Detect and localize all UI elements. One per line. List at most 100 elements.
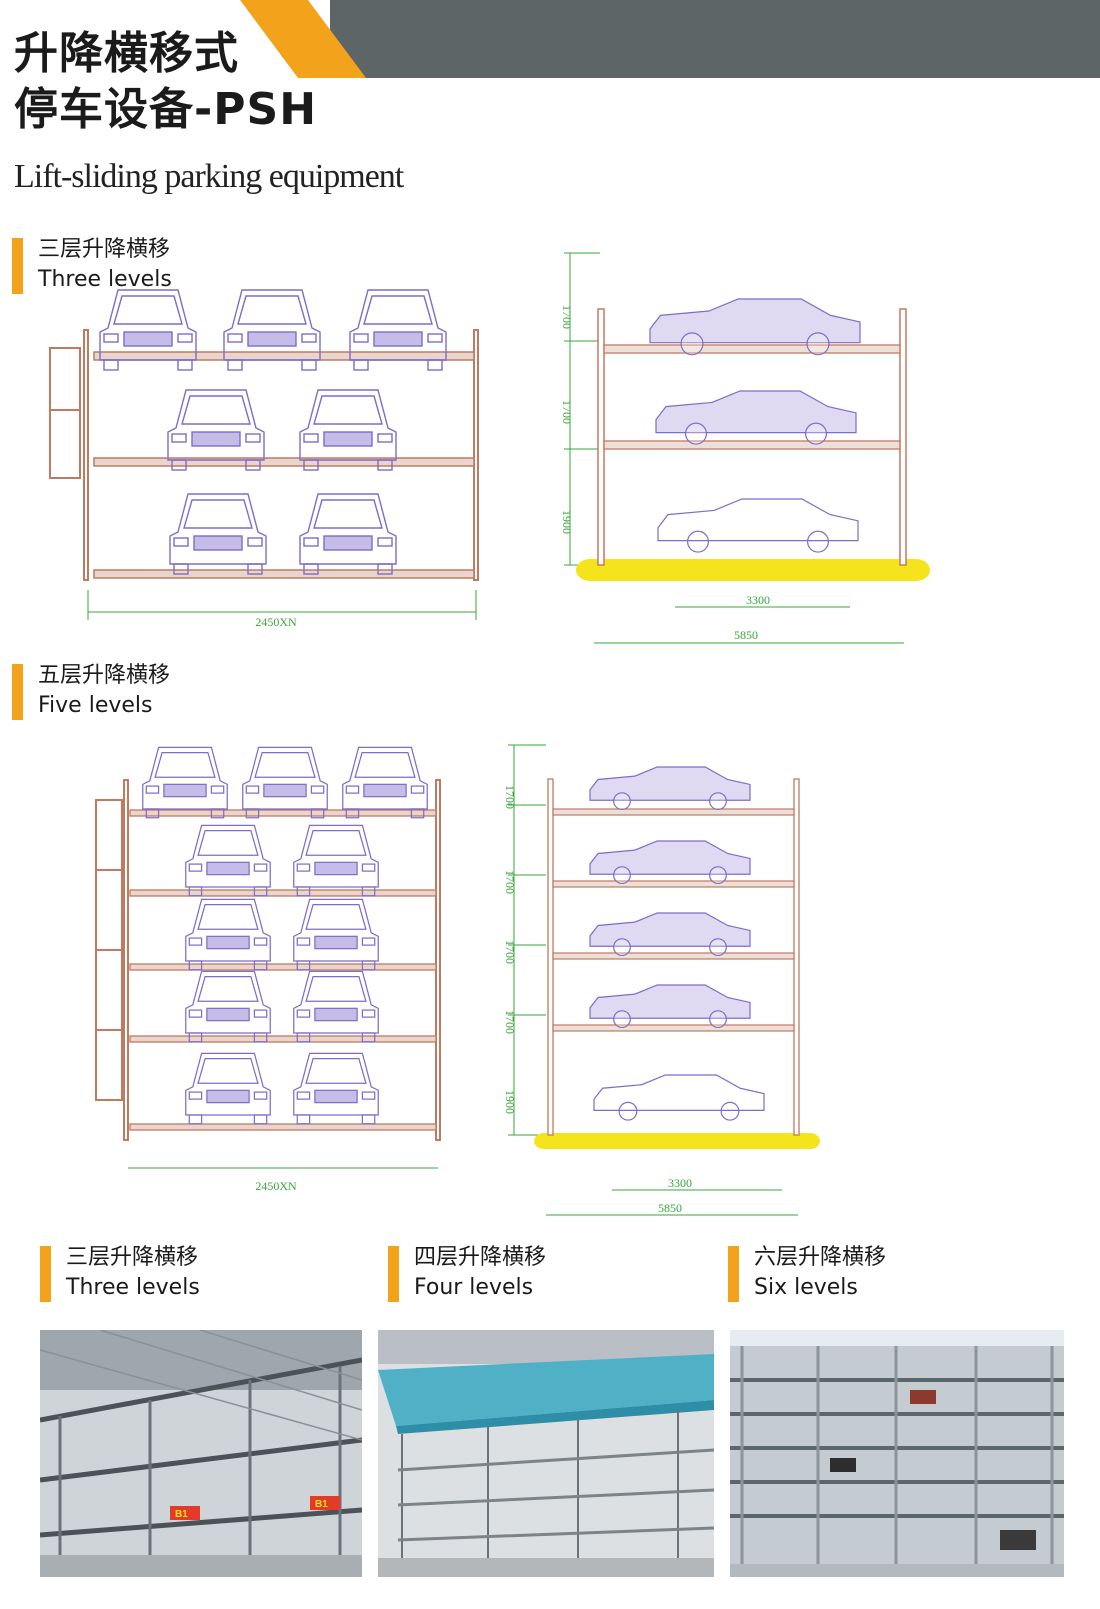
car-tire — [253, 886, 268, 897]
car-side-icon — [655, 390, 857, 445]
car-grille — [191, 431, 241, 447]
accent-bar — [12, 238, 23, 294]
car-tire — [210, 808, 225, 819]
car-windshield — [181, 395, 251, 425]
car-tire — [103, 359, 119, 371]
car-windshield — [183, 499, 253, 529]
car-tire — [188, 1032, 203, 1043]
car-headlight — [303, 537, 319, 547]
car-front-icon — [293, 970, 379, 1043]
photo-blue-roof-structure-icon — [378, 1330, 714, 1577]
three-level-front-view — [49, 289, 479, 620]
car-side-body — [593, 1074, 765, 1111]
car-grille — [247, 331, 297, 347]
photo-label-en: Four levels — [414, 1275, 534, 1300]
car-tire — [296, 1114, 311, 1125]
car-windshield — [305, 976, 367, 1002]
pallet — [129, 809, 437, 817]
car-tire — [253, 1032, 268, 1043]
photo-blue-roof-structure — [378, 1330, 714, 1577]
car-body — [293, 970, 379, 1034]
car-front-icon — [185, 1052, 271, 1125]
car-side-icon — [589, 840, 751, 885]
three-side-level-dim-1: 1700 — [560, 305, 574, 329]
accent-bar — [12, 664, 23, 720]
car-grille — [206, 1007, 250, 1022]
side-ladder — [49, 347, 81, 479]
car-body — [293, 824, 379, 888]
five-level-front-view: 2450XN — [95, 746, 441, 1193]
pallet — [603, 440, 901, 450]
car-wheel — [720, 1101, 740, 1121]
car-side-icon — [593, 1074, 765, 1121]
car-windshield — [197, 904, 259, 930]
car-tire — [253, 960, 268, 971]
car-headlight — [296, 937, 311, 946]
car-body — [185, 824, 271, 888]
title-line-2: 停车设备-PSH — [14, 84, 318, 135]
car-headlight — [247, 537, 263, 547]
post — [547, 778, 554, 1136]
car-side-body — [589, 984, 751, 1019]
car-headlight — [301, 333, 317, 343]
car-tire — [361, 1032, 376, 1043]
car-wheel — [709, 792, 727, 811]
five-side-level-dim-2: 1700 — [503, 870, 517, 894]
car-wheel — [687, 530, 709, 553]
five-side-level-dim-3: 1700 — [503, 940, 517, 964]
post — [123, 779, 129, 1141]
car-front-icon — [299, 389, 397, 471]
pallet — [129, 1035, 437, 1043]
car-wheel — [613, 938, 631, 957]
car-wheel — [709, 1010, 727, 1029]
car-tire — [303, 459, 319, 471]
car-headlight — [253, 1009, 268, 1018]
car-body — [185, 898, 271, 962]
car-side-icon — [589, 766, 751, 811]
five-side-platform-dim: 3300 — [668, 1176, 692, 1190]
post — [473, 329, 479, 581]
car-tire — [173, 563, 189, 575]
section-label-zh: 三层升降横移 — [38, 237, 171, 262]
car-headlight — [210, 785, 225, 794]
pallet — [552, 808, 795, 816]
car-front-icon — [349, 289, 447, 371]
five-level-side-view: 1700 1700 1700 1700 1900 3300 5850 — [503, 744, 820, 1216]
car-tire — [245, 459, 261, 471]
car-windshield — [313, 395, 383, 425]
orange-chevron-icon — [240, 0, 366, 78]
car-grille — [163, 783, 207, 798]
section-label-zh: 五层升降横移 — [38, 663, 171, 688]
car-front-icon — [185, 898, 271, 971]
car-wheel — [680, 332, 704, 356]
car-windshield — [197, 830, 259, 856]
car-tire — [188, 1114, 203, 1125]
car-body — [185, 970, 271, 1034]
car-front-icon — [142, 746, 228, 819]
pallet — [552, 880, 795, 888]
car-front-icon — [293, 1052, 379, 1125]
car-tire — [253, 1114, 268, 1125]
post — [793, 778, 800, 1136]
car-windshield — [305, 830, 367, 856]
car-headlight — [361, 1091, 376, 1100]
car-grille — [206, 1089, 250, 1104]
car-front-icon — [242, 746, 328, 819]
car-side-body — [589, 912, 751, 947]
car-side-icon — [589, 912, 751, 957]
accent-bar — [40, 1246, 51, 1302]
pallet — [603, 344, 901, 354]
car-side-body — [655, 390, 857, 434]
car-tire — [427, 359, 443, 371]
car-wheel — [807, 530, 830, 553]
car-headlight — [296, 1091, 311, 1100]
car-wheel — [806, 332, 830, 356]
car-tire — [188, 960, 203, 971]
car-body — [142, 746, 228, 810]
car-front-icon — [299, 493, 397, 575]
car-headlight — [245, 433, 261, 443]
car-tire — [177, 359, 193, 371]
car-tire — [247, 563, 263, 575]
five-side-total-dim: 5850 — [658, 1201, 682, 1215]
car-headlight — [303, 433, 319, 443]
